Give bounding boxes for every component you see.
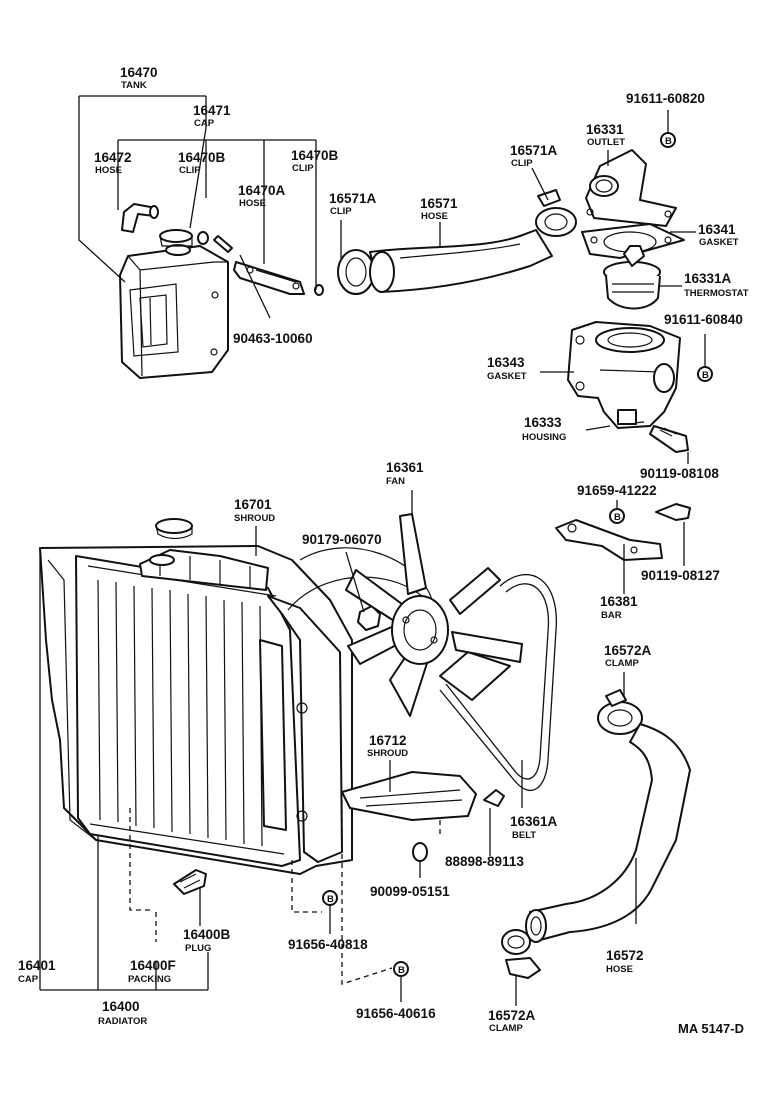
part-number-radiator-cap: 16401 bbox=[18, 958, 56, 973]
part-name-clip-a2: CLIP bbox=[511, 158, 533, 169]
part-number-clip-a1: 16571A bbox=[329, 191, 377, 206]
part-name-lower-shroud: SHROUD bbox=[367, 748, 408, 759]
bar-bracket-drawing bbox=[555, 519, 663, 561]
part-number-tank-cap: 16471 bbox=[193, 103, 231, 118]
part-number-bolt-88898: 88898-89113 bbox=[445, 854, 524, 869]
water-housing-drawing bbox=[567, 321, 681, 429]
outlet-gasket-drawing bbox=[581, 223, 685, 259]
part-number-bolt-90119b: 90119-08127 bbox=[641, 568, 720, 583]
part-number-upper-clamp: 16572A bbox=[604, 643, 652, 658]
part-name-lower-clamp: CLAMP bbox=[489, 1023, 523, 1034]
part-name-thermostat: THERMOSTAT bbox=[684, 288, 749, 299]
part-number-thermostat: 16331A bbox=[684, 271, 732, 286]
bolt-markers bbox=[322, 132, 713, 977]
part-name-fan: FAN bbox=[386, 476, 405, 487]
drain-plug-drawing bbox=[173, 869, 207, 895]
part-number-clip-a2: 16571A bbox=[510, 143, 558, 158]
part-number-fan: 16361 bbox=[386, 460, 424, 475]
overflow-hose-drawing bbox=[213, 235, 305, 295]
radiator-drawing bbox=[39, 518, 441, 875]
part-number-outlet-gasket: 16341 bbox=[698, 222, 736, 237]
part-number-packing: 16400F bbox=[130, 958, 176, 973]
lower-shroud-drawing bbox=[341, 771, 505, 862]
part-number-outlet: 16331 bbox=[586, 122, 624, 137]
part-name-belt: BELT bbox=[512, 830, 536, 841]
part-number-tank: 16470 bbox=[120, 65, 158, 80]
part-name-overflow-hose: HOSE bbox=[239, 198, 266, 209]
part-number-housing-gasket: 16343 bbox=[487, 355, 525, 370]
part-name-shroud: SHROUD bbox=[234, 513, 275, 524]
upper-hose-drawing bbox=[337, 189, 577, 295]
part-number-radiator: 16400 bbox=[102, 999, 140, 1014]
part-name-housing: HOUSING bbox=[522, 432, 566, 443]
reservoir-tank-drawing bbox=[119, 229, 229, 379]
marker-b-bar: B bbox=[614, 512, 621, 523]
part-number-bracket-screw: 90463-10060 bbox=[233, 331, 313, 346]
part-number-overflow-hose: 16470A bbox=[238, 183, 286, 198]
bolt-marker-letters: B B B B B bbox=[327, 136, 709, 976]
part-labels: 16470 TANK 16471 CAP 16472 HOSE 16470B C… bbox=[18, 65, 749, 1034]
part-number-belt: 16361A bbox=[510, 814, 558, 829]
part-number-lower-clamp: 16572A bbox=[488, 1008, 536, 1023]
part-number-lower-hose: 16572 bbox=[606, 948, 644, 963]
diagram-code: MA 5147-D bbox=[678, 1021, 744, 1036]
part-name-small-hose: HOSE bbox=[95, 165, 122, 176]
part-name-upper-hose: HOSE bbox=[421, 211, 448, 222]
part-name-tank: TANK bbox=[121, 80, 147, 91]
part-name-outlet-gasket: GASKET bbox=[699, 237, 739, 248]
thermostat-drawing bbox=[603, 245, 661, 310]
part-name-clip-b1: CLIP bbox=[179, 165, 201, 176]
part-name-plug: PLUG bbox=[185, 943, 211, 954]
part-name-tank-cap: CAP bbox=[194, 118, 215, 129]
marker-b-outlet: B bbox=[665, 136, 672, 147]
part-name-radiator: RADIATOR bbox=[98, 1016, 147, 1027]
part-number-bolt-91656b: 91656-40616 bbox=[356, 1006, 436, 1021]
part-name-radiator-cap: CAP bbox=[18, 974, 39, 985]
part-name-housing-gasket: GASKET bbox=[487, 371, 527, 382]
part-number-housing-bolt: 91611-60840 bbox=[664, 312, 743, 327]
marker-b-housing: B bbox=[702, 370, 709, 381]
part-number-upper-hose: 16571 bbox=[420, 196, 458, 211]
part-name-outlet: OUTLET bbox=[587, 137, 625, 148]
part-number-outlet-bolt: 91611-60820 bbox=[626, 91, 705, 106]
lower-hose-drawing bbox=[501, 689, 691, 979]
part-number-bar: 16381 bbox=[600, 594, 638, 609]
belt-drawing bbox=[439, 574, 557, 792]
part-number-housing: 16333 bbox=[524, 415, 562, 430]
part-number-plug: 16400B bbox=[183, 927, 231, 942]
part-number-bar-bolt: 91659-41222 bbox=[577, 483, 657, 498]
part-name-packing: PACKING bbox=[128, 974, 171, 985]
part-number-shroud: 16701 bbox=[234, 497, 272, 512]
part-number-bolt-90119a: 90119-08108 bbox=[640, 466, 719, 481]
small-hose-drawing bbox=[121, 203, 324, 296]
marker-b-radiator-upper: B bbox=[327, 894, 334, 905]
part-name-lower-hose: HOSE bbox=[606, 964, 633, 975]
part-number-small-hose: 16472 bbox=[94, 150, 132, 165]
dashed-leader-lines bbox=[129, 800, 441, 985]
part-name-clip-b2: CLIP bbox=[292, 163, 314, 174]
part-name-clip-a1: CLIP bbox=[330, 206, 352, 217]
leader-lines bbox=[39, 95, 706, 1006]
part-name-upper-clamp: CLAMP bbox=[605, 658, 639, 669]
part-number-bolt-91656a: 91656-40818 bbox=[288, 937, 368, 952]
part-number-lower-shroud: 16712 bbox=[369, 733, 407, 748]
part-number-clip-b2: 16470B bbox=[291, 148, 339, 163]
fan-drawing bbox=[345, 513, 523, 717]
outlet-drawing bbox=[585, 149, 677, 227]
part-number-fan-nut: 90179-06070 bbox=[302, 532, 382, 547]
part-number-clip-b1: 16470B bbox=[178, 150, 226, 165]
part-name-bar: BAR bbox=[601, 610, 622, 621]
marker-b-radiator-lower: B bbox=[398, 965, 405, 976]
part-number-nut-90099: 90099-05151 bbox=[370, 884, 450, 899]
